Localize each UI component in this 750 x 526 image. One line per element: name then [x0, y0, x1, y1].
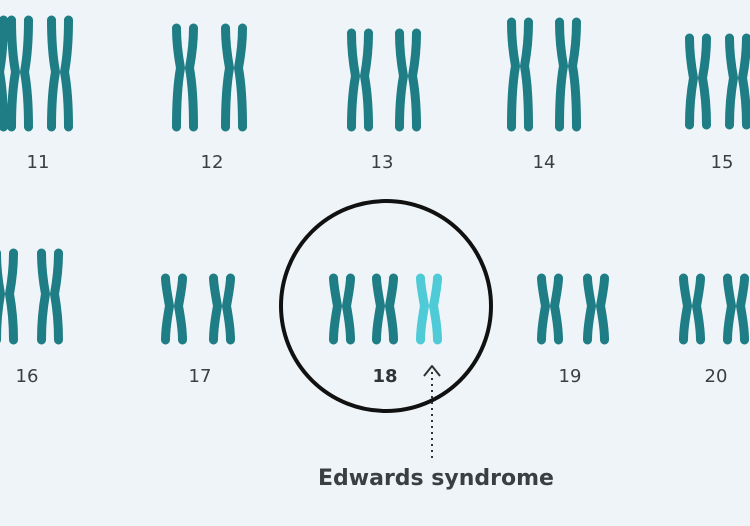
chromosome-15-2 — [725, 33, 750, 130]
chromosome-label-14: 14 — [532, 152, 556, 173]
chromosome-label-18: 18 — [372, 366, 398, 387]
chromosome-11-1 — [0, 15, 8, 132]
chromosome-19-1 — [537, 273, 563, 345]
chromosome-label-12: 12 — [200, 152, 224, 173]
chromosome-20-1 — [679, 273, 705, 345]
chromosome-11-3 — [47, 15, 73, 132]
chromosome-16-2 — [37, 248, 63, 345]
chromosome-16-1 — [0, 248, 18, 345]
chromosome-label-11: 11 — [26, 152, 50, 173]
chromosome-label-13: 13 — [370, 152, 394, 173]
extra-chromosome-18 — [416, 273, 442, 345]
highlight-circle — [279, 199, 493, 413]
chromosome-13-1 — [347, 28, 373, 132]
chromosome-18-1 — [329, 273, 355, 345]
annotation-label: Edwards syndrome — [318, 466, 554, 491]
chromosome-19-2 — [583, 273, 609, 345]
chromosome-20-2 — [723, 273, 749, 345]
chromosome-12-2 — [221, 23, 247, 132]
chromosome-label-20: 20 — [704, 366, 728, 387]
chromosome-14-1 — [507, 17, 533, 132]
chromosome-label-17: 17 — [188, 366, 212, 387]
chromosome-17-1 — [161, 273, 187, 345]
chromosome-18-2 — [372, 273, 398, 345]
chromosome-label-19: 19 — [558, 366, 582, 387]
chromosome-label-15: 15 — [710, 152, 734, 173]
chromosome-12-1 — [172, 23, 198, 132]
pointer-arrowhead — [423, 365, 441, 377]
chromosome-label-16: 16 — [15, 366, 39, 387]
chromosome-14-2 — [555, 17, 581, 132]
chromosome-15-1 — [685, 33, 711, 130]
chromosome-11-2 — [7, 15, 33, 132]
chromosome-13-2 — [395, 28, 421, 132]
chromosome-17-2 — [209, 273, 235, 345]
